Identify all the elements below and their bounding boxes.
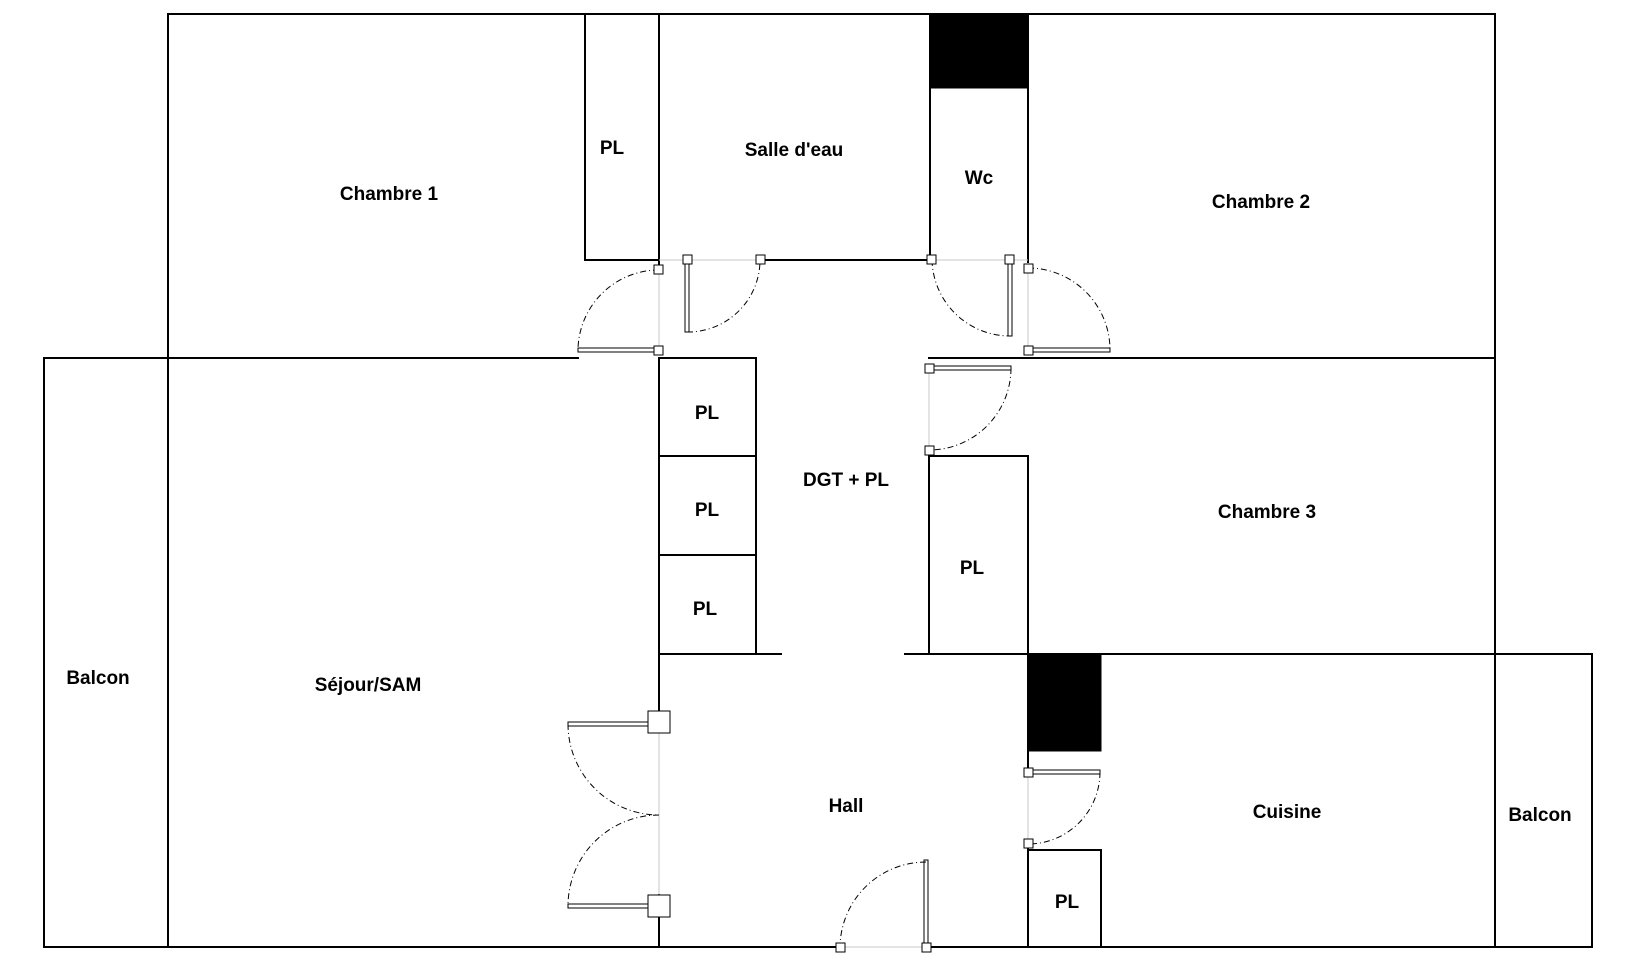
room-pl-5: PL (960, 558, 985, 579)
wall-top-block (167, 13, 1496, 359)
room-labels: Chambre 1 PL Salle d'eau Wc Chambre 2 PL… (66, 138, 1571, 913)
doors (567, 254, 1111, 953)
door-cuisine (1023, 767, 1101, 849)
door-sejour-double (567, 710, 671, 918)
door-wc (926, 254, 1015, 337)
room-sejour-sam: Séjour/SAM (315, 675, 422, 696)
room-cuisine: Cuisine (1253, 802, 1322, 823)
room-hall: Hall (829, 796, 864, 817)
room-pl-3: PL (695, 500, 720, 521)
shaft-cuisine (1027, 653, 1102, 752)
door-salle-d-eau (682, 254, 766, 333)
opening-lines (658, 259, 1029, 948)
room-chambre-3: Chambre 3 (1218, 502, 1316, 523)
wall-balcon-left (43, 357, 169, 948)
room-balcon-left: Balcon (66, 668, 129, 689)
room-wc: Wc (965, 168, 994, 189)
room-pl-6: PL (1055, 892, 1080, 913)
room-balcon-right: Balcon (1508, 805, 1571, 826)
door-chambre-2 (1023, 263, 1111, 356)
room-pl-2: PL (695, 403, 720, 424)
room-chambre-2: Chambre 2 (1212, 192, 1310, 213)
door-entrance (835, 859, 932, 953)
shaft-wc (929, 13, 1029, 89)
shafts (929, 13, 1102, 752)
door-chambre-1 (577, 264, 664, 356)
room-pl-4: PL (693, 599, 718, 620)
room-salle-d-eau: Salle d'eau (745, 140, 844, 161)
door-chambre-3 (924, 363, 1012, 456)
room-pl-1: PL (600, 138, 625, 159)
room-chambre-1: Chambre 1 (340, 184, 439, 205)
room-dgt-pl: DGT + PL (803, 470, 889, 491)
